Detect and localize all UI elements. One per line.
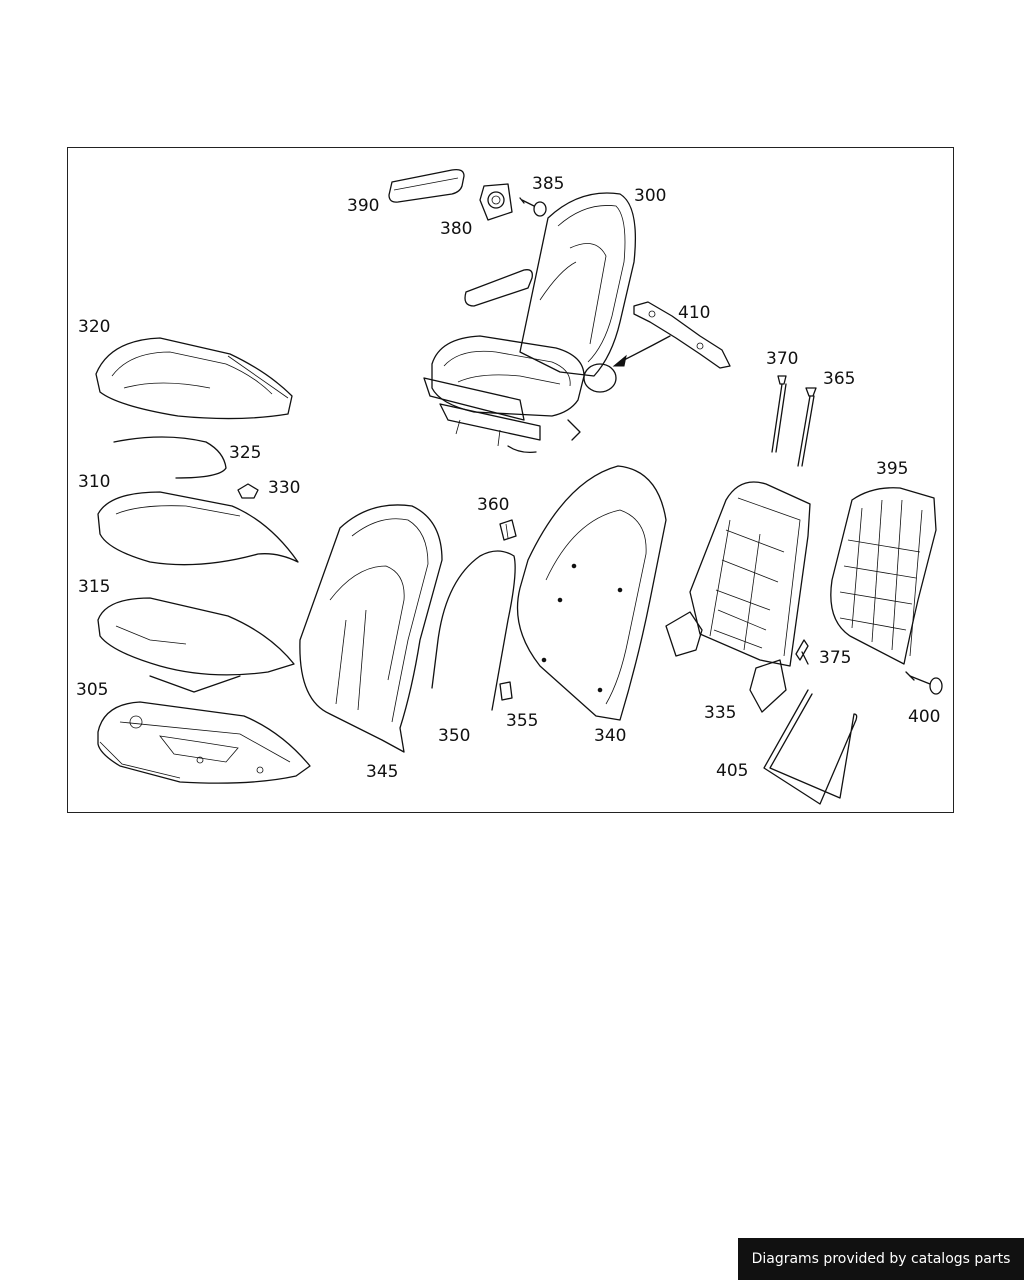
clip-part-355 [499,681,513,701]
callout-395: 395 [876,459,908,479]
callout-360: 360 [477,495,509,515]
callout-320: 320 [78,317,110,337]
callout-350: 350 [438,726,470,746]
diagram-credit-banner: Diagrams provided by catalogs parts [738,1238,1024,1280]
callout-390: 390 [347,196,379,216]
credit-text: Diagrams provided by catalogs parts [751,1251,1011,1267]
complete-seat-assembly-part-300 [423,192,671,454]
backrest-trim-panel-part-340 [516,465,667,721]
back-panel-mesh-part-395 [830,487,937,665]
seat-pan-frame-part-305 [97,701,311,784]
callout-410: 410 [678,303,710,323]
seat-cushion-cover-part-320 [95,337,293,420]
callout-380: 380 [440,219,472,239]
cushion-pad-part-310 [97,491,299,566]
callout-355: 355 [506,711,538,731]
callout-330: 330 [268,478,300,498]
callout-405: 405 [716,761,748,781]
callout-345: 345 [366,762,398,782]
trim-wire-part-325 [113,436,227,479]
bracket-part-410 [633,301,731,369]
clip-part-330 [237,483,259,499]
screw-part-400 [905,671,943,695]
callout-315: 315 [78,577,110,597]
parts-diagram-frame [67,147,954,813]
support-plate-part-405 [763,689,858,805]
wire-loop-part-350 [431,550,516,711]
cushion-foam-part-315 [97,597,295,693]
guide-rod-part-370 [771,375,787,453]
bolt-part-375 [795,639,809,665]
callout-365: 365 [823,369,855,389]
callout-400: 400 [908,707,940,727]
callout-375: 375 [819,648,851,668]
callout-300: 300 [634,186,666,206]
guide-rod-part-365 [797,387,817,467]
backrest-frame-part-335 [665,481,811,713]
adjuster-motor-part-380 [479,183,513,221]
armrest-pad-part-390 [388,168,465,203]
callout-370: 370 [766,349,798,369]
callout-labels: 300 305 310 315 320 325 330 335 340 345 … [76,174,940,782]
callout-305: 305 [76,680,108,700]
callout-340: 340 [594,726,626,746]
backrest-cover-part-345 [299,504,443,753]
clip-part-360 [499,519,517,541]
callout-385: 385 [532,174,564,194]
callout-310: 310 [78,472,110,492]
callout-325: 325 [229,443,261,463]
callout-335: 335 [704,703,736,723]
screw-part-385 [519,197,547,217]
